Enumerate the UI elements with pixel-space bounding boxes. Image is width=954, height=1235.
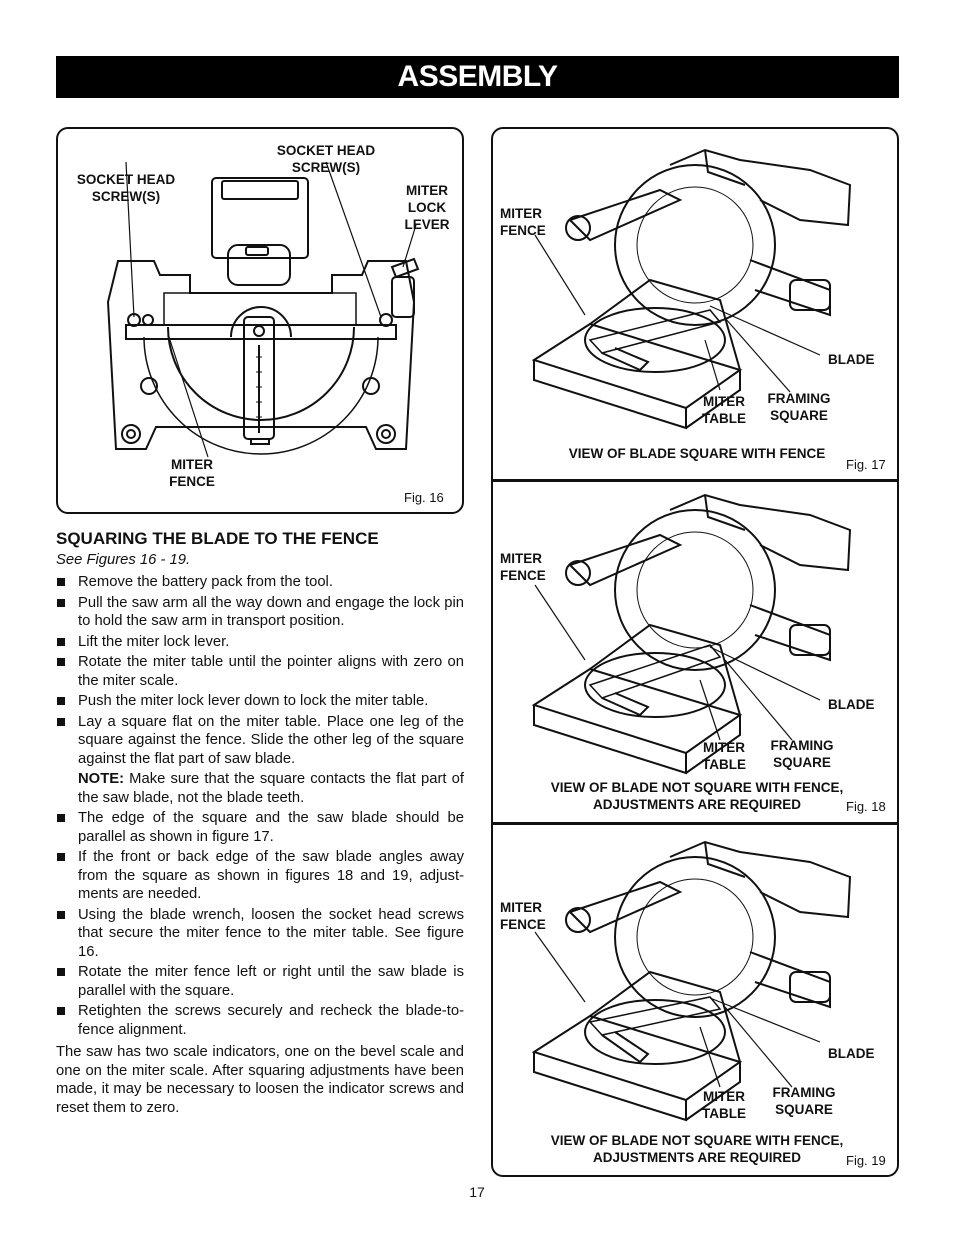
note-paragraph: NOTE: Make sure that the square contacts… (56, 770, 464, 807)
fig19-label-miter-table: MITER TABLE (702, 1089, 746, 1121)
section-heading: SQUARING THE BLADE TO THE FENCE (56, 529, 379, 548)
fig19-label-miter-fence: MITER FENCE (500, 900, 546, 932)
fig17-label-framing-square: FRAMING SQUARE (767, 391, 831, 423)
fig18-label-miter-table: MITER TABLE (702, 740, 746, 772)
page-title-banner: ASSEMBLY (56, 56, 899, 98)
figure-18-illustration (531, 493, 852, 775)
note-label: NOTE: (78, 771, 125, 787)
fig18-label-miter-fence: MITER FENCE (500, 551, 546, 583)
fig16-label-miter-fence: MITER FENCE (169, 457, 215, 489)
list-item: Lay a square flat on the miter table. Pl… (56, 713, 464, 769)
fig18-number: Fig. 18 (846, 799, 886, 814)
list-item: Lift the miter lock lever. (56, 633, 464, 652)
fig18-label-framing-square: FRAMING SQUARE (770, 738, 834, 770)
fig16-label-socket-head-left: SOCKET HEAD SCREW(S) (76, 172, 176, 204)
steps-list-continued: The edge of the square and the saw blade… (56, 809, 464, 1039)
note-text: Make sure that the square contacts the f… (78, 771, 464, 806)
fig17-label-miter-fence: MITER FENCE (500, 206, 546, 238)
see-figures-note: See Figures 16 - 19. (56, 551, 191, 568)
list-item: Rotate the miter fence left or right unt… (56, 963, 464, 1000)
fig17-number: Fig. 17 (846, 457, 886, 472)
list-item: The edge of the square and the saw blade… (56, 809, 464, 846)
steps-list: Remove the battery pack from the tool. P… (56, 573, 464, 768)
fig17-caption: VIEW OF BLADE SQUARE WITH FENCE (568, 446, 826, 461)
fig16-label-miter-lock-lever: MITER LOCK LEVER (404, 183, 450, 232)
list-item: If the front or back edge of the saw bla… (56, 848, 464, 904)
fig17-label-miter-table: MITER TABLE (702, 394, 746, 426)
closing-paragraph: The saw has two scale indicators, one on… (56, 1044, 464, 1116)
list-item: Rotate the miter table until the pointer… (56, 653, 464, 690)
fig18-label-blade: BLADE (828, 697, 875, 712)
instructions-section: SQUARING THE BLADE TO THE FENCE See Figu… (56, 529, 464, 1117)
list-item: Retighten the screws securely and rechec… (56, 1002, 464, 1039)
fig16-number: Fig. 16 (404, 490, 444, 505)
fig19-caption: VIEW OF BLADE NOT SQUARE WITH FENCE, ADJ… (550, 1133, 844, 1165)
list-item: Pull the saw arm all the way down and en… (56, 594, 464, 631)
fig17-label-blade: BLADE (828, 352, 875, 367)
list-item: Push the miter lock lever down to lock t… (56, 692, 464, 711)
figure-divider-1 (492, 479, 898, 482)
fig19-label-blade: BLADE (828, 1046, 875, 1061)
figure-16-illustration (106, 161, 420, 458)
fig16-label-socket-head-top: SOCKET HEAD SCREW(S) (276, 143, 376, 175)
fig19-number: Fig. 19 (846, 1153, 886, 1168)
figure-17-illustration (531, 148, 852, 430)
figure-divider-2 (492, 822, 898, 825)
fig19-label-framing-square: FRAMING SQUARE (772, 1085, 836, 1117)
page-number: 17 (469, 1184, 485, 1200)
figure-19-illustration (531, 840, 852, 1122)
page-title: ASSEMBLY (397, 60, 558, 93)
list-item: Remove the battery pack from the tool. (56, 573, 464, 592)
fig18-caption: VIEW OF BLADE NOT SQUARE WITH FENCE, ADJ… (550, 780, 844, 812)
list-item: Using the blade wrench, loosen the socke… (56, 906, 464, 962)
